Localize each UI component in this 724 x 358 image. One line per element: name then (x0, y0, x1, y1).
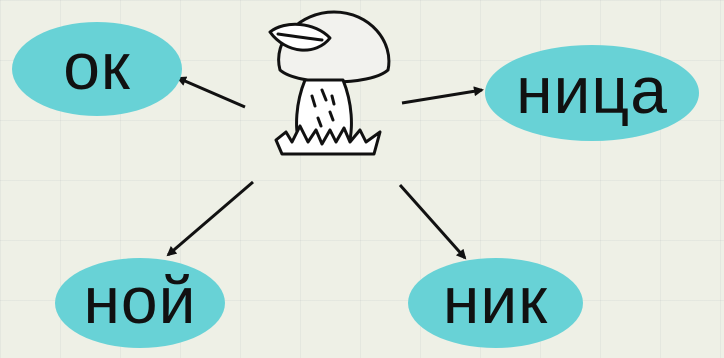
suffix-bubble-top-right: ница (485, 45, 699, 141)
suffix-label-bottom-left: ной (83, 263, 197, 337)
mushroom-icon (268, 10, 391, 156)
arrow-to-top-left (176, 76, 246, 109)
arrow-to-bottom-left (166, 180, 254, 257)
suffix-label-top-right: ница (516, 53, 668, 127)
arrow-to-bottom-right (398, 184, 467, 260)
suffix-label-bottom-right: ник (442, 263, 549, 337)
suffix-bubble-bottom-left: ной (55, 258, 225, 348)
suffix-bubble-bottom-right: ник (408, 258, 583, 348)
suffix-bubble-top-left: ок (12, 22, 182, 116)
arrow-to-top-right (401, 86, 484, 105)
suffix-label-top-left: ок (63, 29, 131, 103)
